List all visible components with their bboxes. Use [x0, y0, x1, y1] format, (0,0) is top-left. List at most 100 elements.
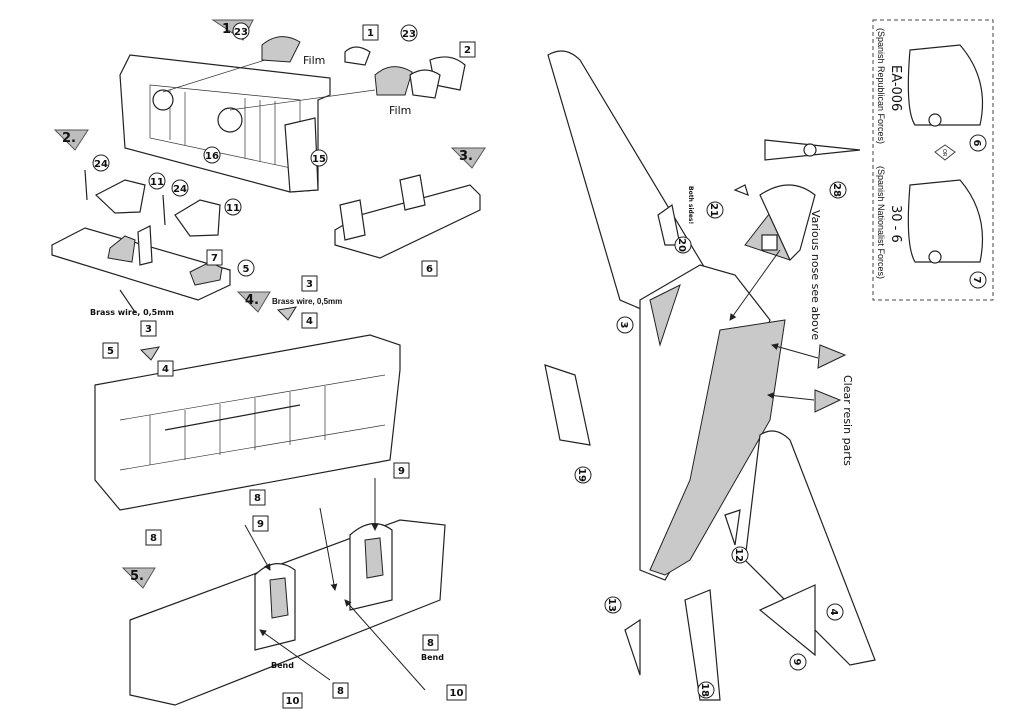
part-number: 8: [337, 686, 344, 697]
part-number: 8: [427, 638, 434, 649]
wing-right-part: [744, 430, 876, 666]
step-5-badge: [121, 567, 156, 589]
part-number: 28: [831, 183, 842, 197]
part-number: 12: [733, 548, 744, 562]
both-sides-note: Both sides!: [687, 186, 694, 224]
part-callout: [332, 682, 349, 699]
rudder-part-19: [544, 364, 591, 446]
step-5-group: 5. Bend Bend 9 8 9 8 8 8 10 10: [121, 462, 467, 709]
variant-b-subtitle: (Spanish Nationalist Forces): [876, 166, 886, 279]
bend-label: Bend: [421, 653, 444, 662]
or-badge: [934, 144, 956, 161]
part-number: 7: [971, 277, 982, 284]
part-number: 2: [464, 45, 471, 56]
part-number: 3: [618, 322, 629, 329]
part-number: 9: [257, 519, 264, 530]
clear-resin-note: Clear resin parts: [841, 375, 854, 466]
nose-variant-ea006: [907, 44, 983, 126]
part-number: 5: [243, 264, 250, 275]
step-3-group: 3. 6: [334, 147, 486, 277]
part-number: 9: [791, 659, 802, 666]
part-callout: [422, 634, 439, 651]
part-callout: [301, 275, 318, 292]
step-4-label: 4.: [245, 293, 259, 308]
or-label: OR: [941, 149, 947, 157]
part-number: 8: [150, 533, 157, 544]
part-number: 10: [286, 696, 300, 707]
part-callout: [148, 172, 166, 190]
part-number: 24: [173, 184, 187, 195]
part-callout: [224, 198, 242, 216]
part-callout: [102, 342, 119, 359]
nose-variants-box: OR EA-006 (Spanish Republican Forces) 30…: [872, 19, 994, 301]
part-callout: [232, 22, 250, 40]
part-number: 13: [606, 598, 617, 612]
part-number: 1: [367, 28, 374, 39]
nose-variant-30-6: [907, 179, 983, 263]
film-part-23b: [374, 66, 413, 96]
part-callout: [310, 149, 328, 167]
part-number: 23: [402, 29, 416, 40]
part-number: 7: [211, 253, 218, 264]
film-label: Film: [389, 104, 411, 117]
part-number: 23: [234, 27, 248, 38]
part-callout: [282, 692, 303, 709]
variant-a-subtitle: (Spanish Republican Forces): [876, 28, 886, 144]
fuselage-side-part: [94, 334, 401, 511]
tail-cone-part-13: [624, 618, 641, 676]
part-number: 8: [254, 493, 261, 504]
part-number: 4: [828, 609, 839, 616]
part-callout: [362, 24, 379, 41]
part-number: 3: [306, 279, 313, 290]
part-callout: [301, 312, 318, 329]
nose-cowling-part: [759, 184, 816, 262]
cockpit-floor-assembled: [334, 184, 481, 259]
part-callout: [421, 260, 438, 277]
part-callout: [446, 684, 467, 701]
part-callout: [92, 154, 110, 172]
various-nose-note: Various nose see above: [809, 210, 822, 340]
fuselage-interior-grey: [649, 319, 786, 576]
step-3-badge: [450, 147, 486, 169]
part-callout: [140, 320, 157, 337]
part-callout: [171, 179, 189, 197]
seat-part-11a: [94, 179, 146, 214]
part-callout: [400, 24, 418, 42]
part-number: 9: [398, 466, 405, 477]
part-callout: [157, 360, 174, 377]
film-part-23a: [261, 36, 301, 63]
main-assembly-group: Various nose see above Clear resin parts…: [544, 50, 876, 701]
step-2-group: 2. Brass wire, 0,5mm 24 11 24 11 7 5: [51, 129, 255, 317]
brass-wire-label: Brass wire, 0,5mm: [272, 297, 342, 306]
part-callout: [393, 462, 410, 479]
part-number: 19: [576, 468, 587, 482]
part-number: 11: [150, 177, 164, 188]
part-number: 18: [699, 683, 710, 697]
part-number: 15: [312, 154, 326, 165]
part-callout: [459, 41, 476, 58]
bend-label: Bend: [271, 661, 294, 670]
step-2-badge: [53, 129, 89, 151]
step-4-badge: [236, 291, 271, 313]
part-number: 11: [226, 203, 240, 214]
part-number: 24: [94, 159, 108, 170]
step-1-group: 1. Film Film 23 1 23 2 16 15: [119, 19, 476, 193]
part-callout: [206, 249, 223, 266]
part-number: 10: [450, 688, 464, 699]
part-number: 4: [306, 316, 313, 327]
part-number: 20: [676, 238, 687, 252]
part-callout: [237, 259, 255, 277]
seat-part-11b: [174, 199, 221, 237]
tailplane-part-9: [758, 584, 816, 657]
variant-a-title: EA-006: [888, 65, 903, 111]
step-5-label: 5.: [130, 569, 144, 584]
part-number: 4: [162, 364, 169, 375]
elevator-part-18: [684, 589, 721, 701]
brass-wire-label: Brass wire, 0,5mm: [90, 308, 174, 317]
part-callout: [145, 529, 162, 546]
part-number: 3: [145, 324, 152, 335]
step-2-label: 2.: [62, 131, 76, 146]
part-callout: [252, 515, 269, 532]
step-3-label: 3.: [459, 149, 473, 164]
